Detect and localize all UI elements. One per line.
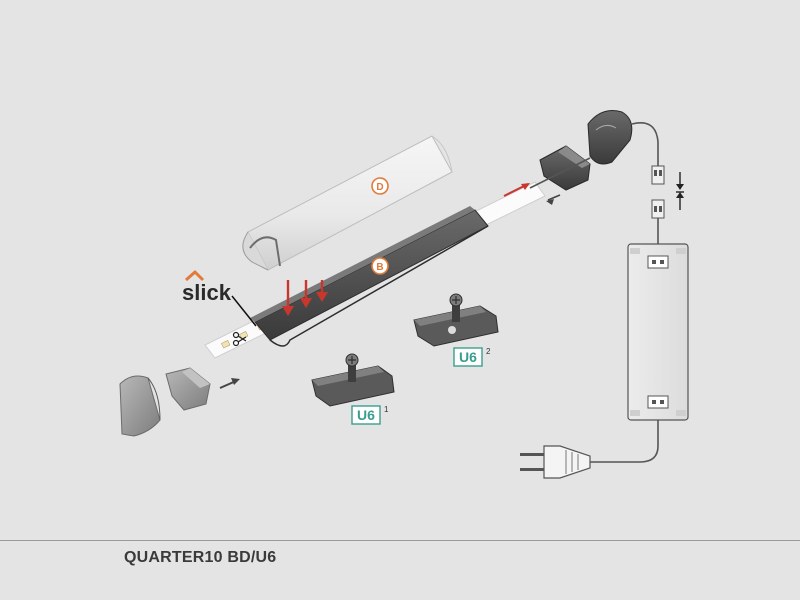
plug-icon <box>520 445 591 479</box>
mount-1-index: 1 <box>384 405 389 414</box>
diffuser-label: D <box>376 182 383 193</box>
end-cap-open <box>165 367 211 411</box>
mount-badge-1: U6 1 <box>351 405 389 425</box>
press-arrow-icon <box>282 280 328 316</box>
diffuser-badge: D <box>371 177 389 195</box>
product-caption: QUARTER10 BD/U6 <box>124 549 277 566</box>
mount-badge-2: U6 2 <box>453 347 491 367</box>
brand-logo: slick <box>182 270 257 327</box>
scissors-icon <box>232 331 247 347</box>
gap-arrows-icon <box>676 172 684 210</box>
mounting-clip-1 <box>311 353 395 407</box>
mount-1-label: U6 <box>357 407 375 423</box>
brand-name: slick <box>182 280 232 305</box>
diffuser-cover <box>242 135 453 271</box>
end-cap-cable-entry <box>539 145 591 205</box>
mount-2-label: U6 <box>459 349 477 365</box>
end-cap-closed <box>119 375 161 437</box>
assembly-diagram: D B slick <box>119 110 689 479</box>
mounting-clip-2 <box>413 293 499 347</box>
mains-cable <box>590 420 659 463</box>
power-cable <box>529 122 659 189</box>
profile-badge: B <box>371 257 389 275</box>
cap-arrow-icon <box>219 378 240 389</box>
profile-label: B <box>376 262 383 273</box>
end-cap-round <box>587 110 633 165</box>
cable-connector <box>651 165 665 219</box>
power-supply <box>627 243 689 421</box>
footer-divider <box>0 540 800 541</box>
mount-2-index: 2 <box>486 347 491 356</box>
